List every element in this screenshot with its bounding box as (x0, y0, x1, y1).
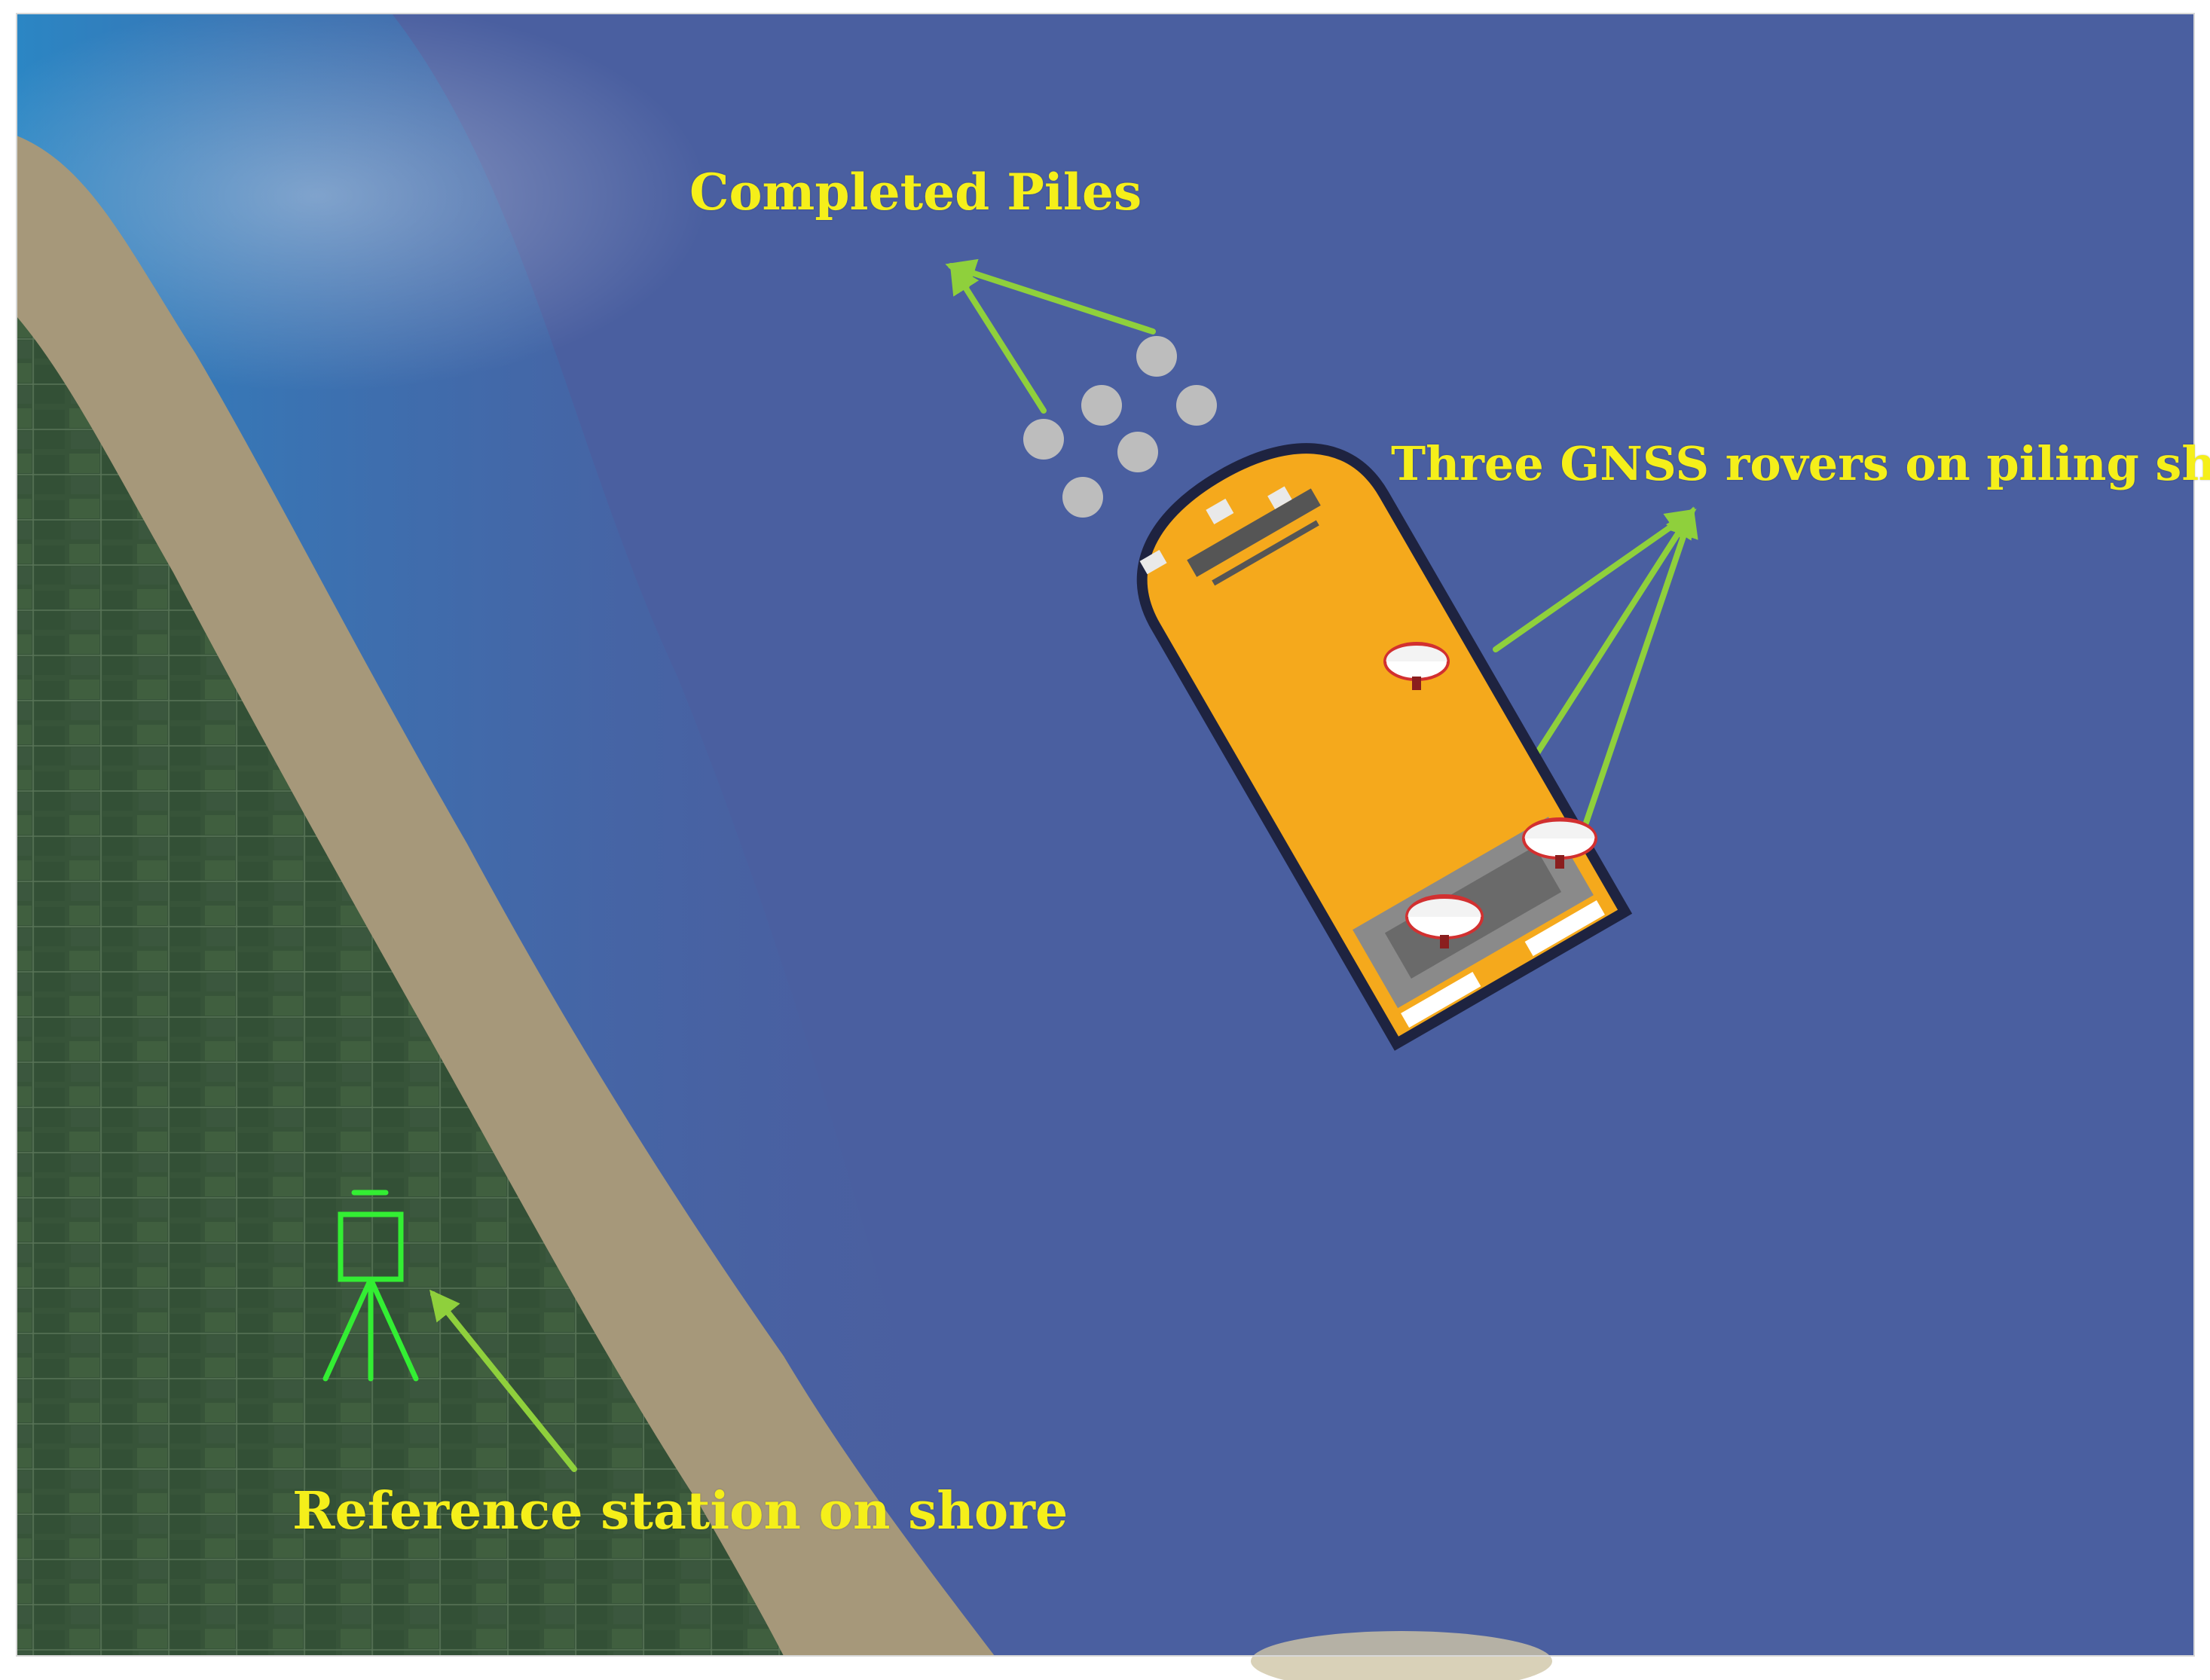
arrow-reference (429, 1289, 577, 1472)
completed-piles (1023, 336, 1217, 518)
arrow-piles-right (945, 258, 1156, 334)
arrow-rover-3 (1583, 506, 1698, 826)
reference-station-label: Reference station on shore (292, 1481, 1068, 1541)
pile (1176, 385, 1217, 426)
gnss-rovers-label: Three GNSS rovers on piling ship (1391, 436, 2210, 491)
pile (1062, 477, 1103, 518)
pile (1117, 432, 1158, 472)
map-frame (16, 13, 2195, 1657)
gnss-rovers (1383, 642, 1597, 948)
pile (1081, 385, 1122, 426)
pile (1136, 336, 1177, 377)
tripod-receiver-icon (322, 1190, 419, 1382)
gnss-antenna-icon (1405, 894, 1484, 948)
completed-piles-label: Completed Piles (689, 163, 1142, 221)
gnss-antenna-icon (1383, 642, 1450, 690)
gnss-antenna-icon (1522, 817, 1597, 869)
pile (1023, 419, 1064, 460)
arrow-piles-left (949, 263, 1047, 414)
arrow-rover-1 (1493, 509, 1697, 652)
